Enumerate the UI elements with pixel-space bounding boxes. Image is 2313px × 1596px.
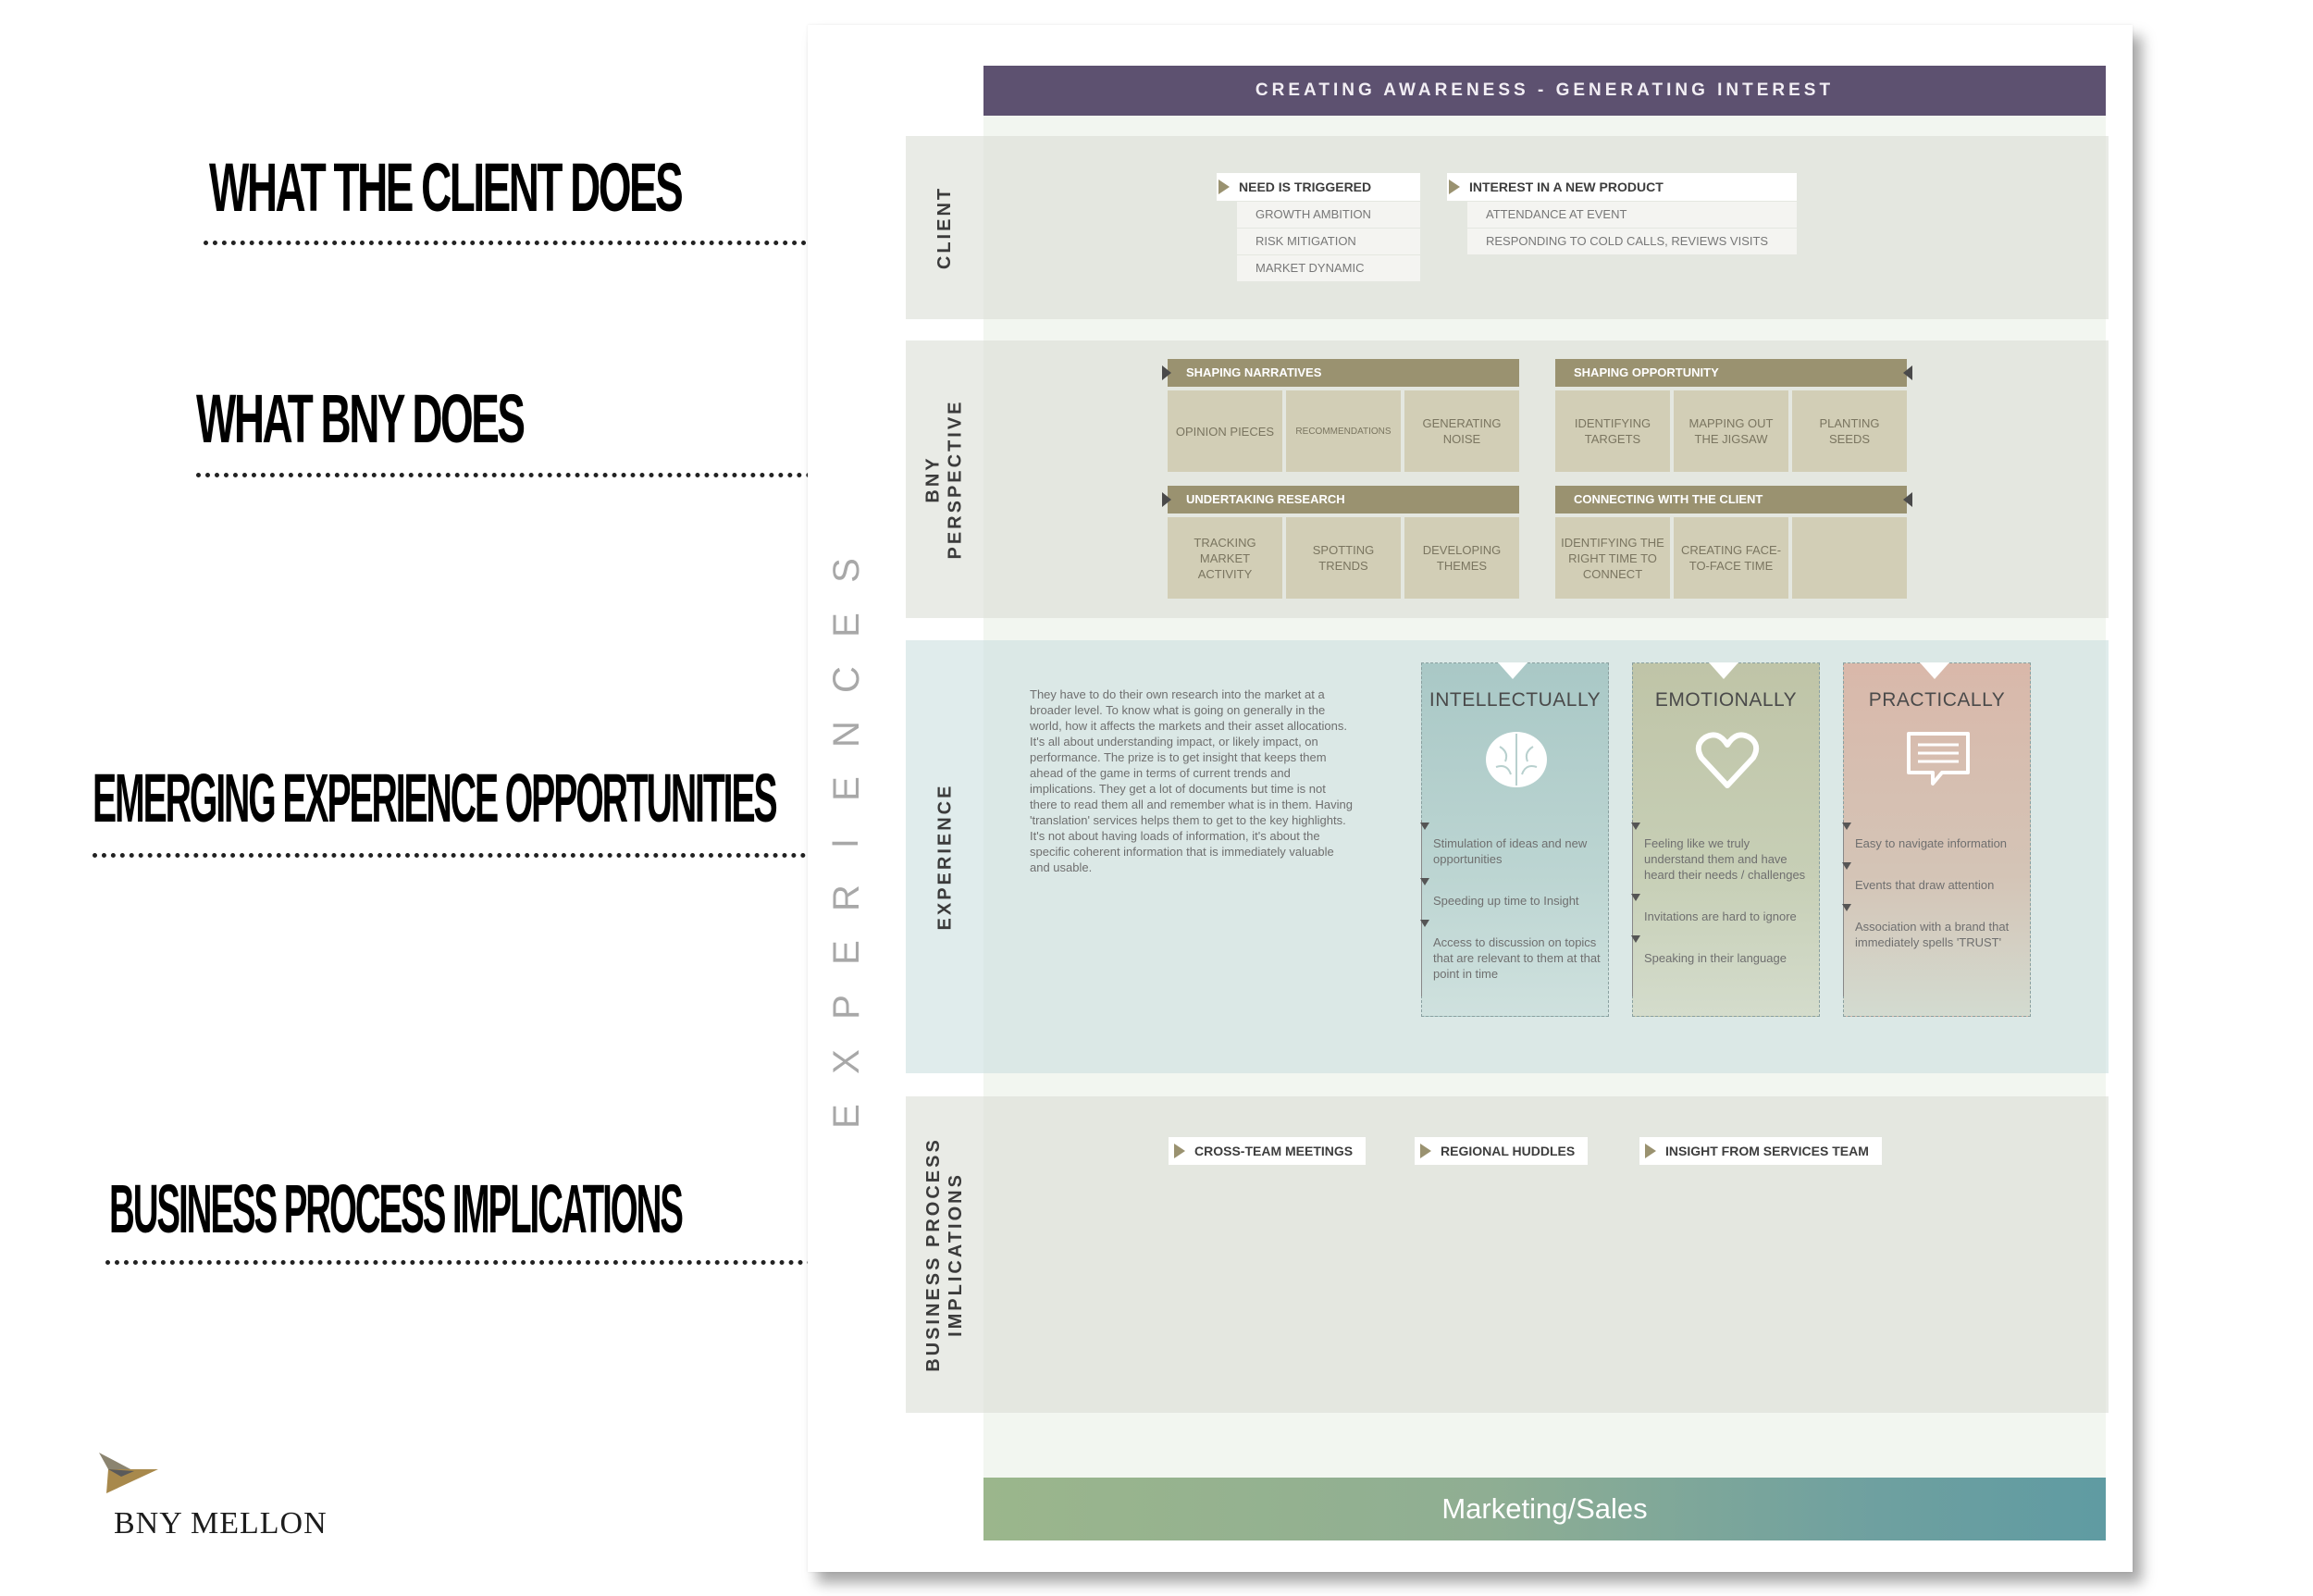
annotation-bny-line — [196, 473, 1033, 477]
perspective-cell: IDENTIFYING TARGETS — [1555, 390, 1670, 472]
perspective-cell: RECOMMENDATIONS — [1286, 390, 1401, 472]
trigger-interest-item: RESPONDING TO COLD CALLS, REVIEWS VISITS — [1467, 229, 1797, 254]
lane-label-bp-line1: BUSINESS PROCESS — [923, 1137, 945, 1372]
experience-card-intellectually: INTELLECTUALLY Stimulation of ideas and … — [1420, 662, 1609, 1017]
perspective-cell: TRACKING MARKET ACTIVITY — [1168, 517, 1282, 599]
lane-label-business-process-text: BUSINESS PROCESS IMPLICATIONS — [922, 1137, 967, 1372]
speech-bubble-icon — [1907, 732, 1970, 786]
perspective-cell: OPINION PIECES — [1168, 390, 1282, 472]
experiences-vertical-label: S E C N E I R E P X E — [819, 543, 874, 1144]
bp-item: REGIONAL HUDDLES — [1415, 1137, 1589, 1165]
bp-item: CROSS-TEAM MEETINGS — [1169, 1137, 1367, 1165]
annotation-experience-line — [93, 853, 1008, 858]
perspective-block-title: CONNECTING WITH THE CLIENT — [1555, 486, 1912, 513]
perspective-cell: DEVELOPING THEMES — [1404, 517, 1519, 599]
experiences-letter: E — [825, 1104, 867, 1129]
experience-card-item: Speaking in their language — [1631, 935, 1812, 966]
perspective-block: CONNECTING WITH THE CLIENT IDENTIFYING T… — [1555, 486, 1912, 599]
trigger-need-title: NEED IS TRIGGERED — [1217, 173, 1420, 201]
experiences-letter: R — [825, 885, 867, 911]
annotation-experience-label: EMERGING EXPERIENCE OPPORTUNITIES — [93, 760, 778, 836]
experiences-letter: C — [825, 666, 867, 693]
experience-card-item: Invitations are hard to ignore — [1631, 894, 1812, 924]
lane-label-business-process: BUSINESS PROCESS IMPLICATIONS — [906, 1096, 983, 1413]
experience-card-emotionally: EMOTIONALLY Feeling like we truly unders… — [1631, 662, 1820, 1017]
experience-card-title: INTELLECTUALLY — [1429, 689, 1602, 711]
journey-map-document: S E C N E I R E P X E CREATING AWARENESS… — [808, 25, 2133, 1572]
trigger-interest-title: INTEREST IN A NEW PRODUCT — [1447, 173, 1797, 201]
annotation-bny-label: WHAT BNY DOES — [196, 380, 526, 457]
experience-card-item: Association with a brand that immediatel… — [1842, 904, 2023, 950]
perspective-cell: PLANTING SEEDS — [1792, 390, 1907, 472]
bp-item: INSIGHT FROM SERVICES TEAM — [1639, 1137, 1882, 1165]
perspective-cell: SPOTTING TRENDS — [1286, 517, 1401, 599]
experience-card-practically: PRACTICALLY Easy to navigate information… — [1842, 662, 2031, 1017]
perspective-cell: IDENTIFYING THE RIGHT TIME TO CONNECT — [1555, 517, 1670, 599]
perspective-cell — [1792, 517, 1907, 599]
experience-card-item: Easy to navigate information — [1842, 823, 2023, 851]
perspective-block-title: SHAPING NARRATIVES — [1162, 359, 1519, 387]
experiences-letter: E — [825, 940, 867, 965]
trigger-need-item: RISK MITIGATION — [1237, 229, 1420, 254]
lane-business-process: BUSINESS PROCESS IMPLICATIONS CROSS-TEAM… — [906, 1096, 2109, 1413]
experience-card-item: Access to discussion on topics that are … — [1420, 920, 1601, 981]
footer-stage-label: Marketing/Sales — [983, 1478, 2106, 1540]
lane-label-bny-text: BNY PERSPECTIVE — [922, 399, 967, 559]
annotation-client-label: WHAT THE CLIENT DOES — [209, 149, 684, 226]
experience-card-title: PRACTICALLY — [1868, 689, 2006, 711]
lane-label-client-text: CLIENT — [934, 185, 955, 270]
trigger-interest-item: ATTENDANCE AT EVENT — [1467, 202, 1797, 228]
experience-card-item: Speeding up time to Insight — [1420, 878, 1602, 909]
trigger-interest: INTEREST IN A NEW PRODUCT ATTENDANCE AT … — [1447, 173, 1797, 254]
perspective-cell: CREATING FACE-TO-FACE TIME — [1674, 517, 1788, 599]
experiences-letter: X — [825, 1049, 867, 1074]
experience-card-item: Stimulation of ideas and new opportuniti… — [1420, 823, 1602, 867]
lane-label-bny: BNY PERSPECTIVE — [906, 340, 983, 618]
annotation-business-label: BUSINESS PROCESS IMPLICATIONS — [109, 1170, 684, 1247]
lane-label-bp-line2: IMPLICATIONS — [946, 1172, 967, 1337]
lane-client: CLIENT NEED IS TRIGGERED GROWTH AMBITION… — [906, 136, 2109, 319]
experience-card-title: EMOTIONALLY — [1654, 689, 1798, 711]
lane-label-bny-line2: PERSPECTIVE — [946, 399, 967, 560]
experience-card-item: Events that draw attention — [1842, 862, 2023, 893]
experiences-letter: E — [825, 776, 867, 801]
lane-experience: EXPERIENCE They have to do their own res… — [906, 640, 2109, 1073]
trigger-need-item: MARKET DYNAMIC — [1237, 255, 1420, 281]
perspective-cell: MAPPING OUT THE JIGSAW — [1674, 390, 1788, 472]
experiences-letter: P — [825, 995, 867, 1020]
experiences-letter: N — [825, 721, 867, 748]
annotation-client-line — [204, 241, 1110, 245]
lane-label-client: CLIENT — [906, 136, 983, 319]
perspective-block: UNDERTAKING RESEARCH TRACKING MARKET ACT… — [1162, 486, 1519, 599]
annotation-business-line — [105, 1260, 1062, 1265]
perspective-block-title: SHAPING OPPORTUNITY — [1555, 359, 1912, 387]
lane-label-experience-text: EXPERIENCE — [934, 783, 955, 931]
heart-icon — [1695, 732, 1760, 788]
brain-icon — [1486, 732, 1547, 787]
perspective-block-title: UNDERTAKING RESEARCH — [1162, 486, 1519, 513]
lane-label-bny-line1: BNY — [923, 455, 945, 503]
bny-mellon-logo-mark-icon — [99, 1453, 158, 1493]
doc-header-title: CREATING AWARENESS - GENERATING INTEREST — [983, 66, 2106, 116]
experience-card-item: Feeling like we truly understand them an… — [1631, 823, 1812, 883]
perspective-block: SHAPING OPPORTUNITY IDENTIFYING TARGETS … — [1555, 359, 1912, 472]
perspective-cell: GENERATING NOISE — [1404, 390, 1519, 472]
experience-description: They have to do their own research into … — [1030, 687, 1354, 874]
experiences-letter: E — [825, 612, 867, 637]
experiences-letter: I — [825, 837, 867, 849]
experiences-letter: S — [825, 558, 867, 583]
bny-mellon-logo-text: BNY MELLON — [114, 1506, 328, 1540]
trigger-need-item: GROWTH AMBITION — [1237, 202, 1420, 228]
lane-bny-perspective: BNY PERSPECTIVE SHAPING NARRATIVES OPINI… — [906, 340, 2109, 618]
trigger-need: NEED IS TRIGGERED GROWTH AMBITION RISK M… — [1217, 173, 1420, 281]
lane-label-experience: EXPERIENCE — [906, 640, 983, 1073]
perspective-block: SHAPING NARRATIVES OPINION PIECES RECOMM… — [1162, 359, 1519, 472]
